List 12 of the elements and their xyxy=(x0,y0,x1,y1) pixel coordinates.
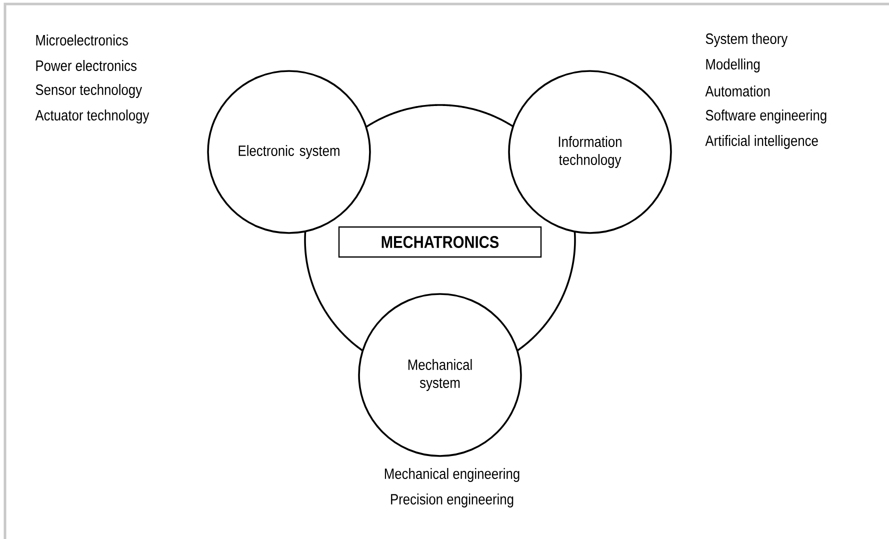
topic-label: Sensor technology xyxy=(36,84,142,98)
topic-label: Power electronics xyxy=(36,60,137,71)
title-box: MECHATRONICS xyxy=(338,226,542,258)
topic-label: Automation xyxy=(705,86,770,96)
topic-label: Artificial intelligence xyxy=(705,135,818,149)
topic-label: Precision engineering xyxy=(391,494,514,508)
topic-label: Actuator technology xyxy=(35,110,150,124)
topic-label: Microelectronics xyxy=(36,34,128,46)
topic-label: Mechanical engineering xyxy=(384,468,520,482)
topic-label: Modelling xyxy=(706,58,760,72)
topic-label: System theory xyxy=(706,33,788,47)
topic-label: Software engineering xyxy=(706,110,826,124)
